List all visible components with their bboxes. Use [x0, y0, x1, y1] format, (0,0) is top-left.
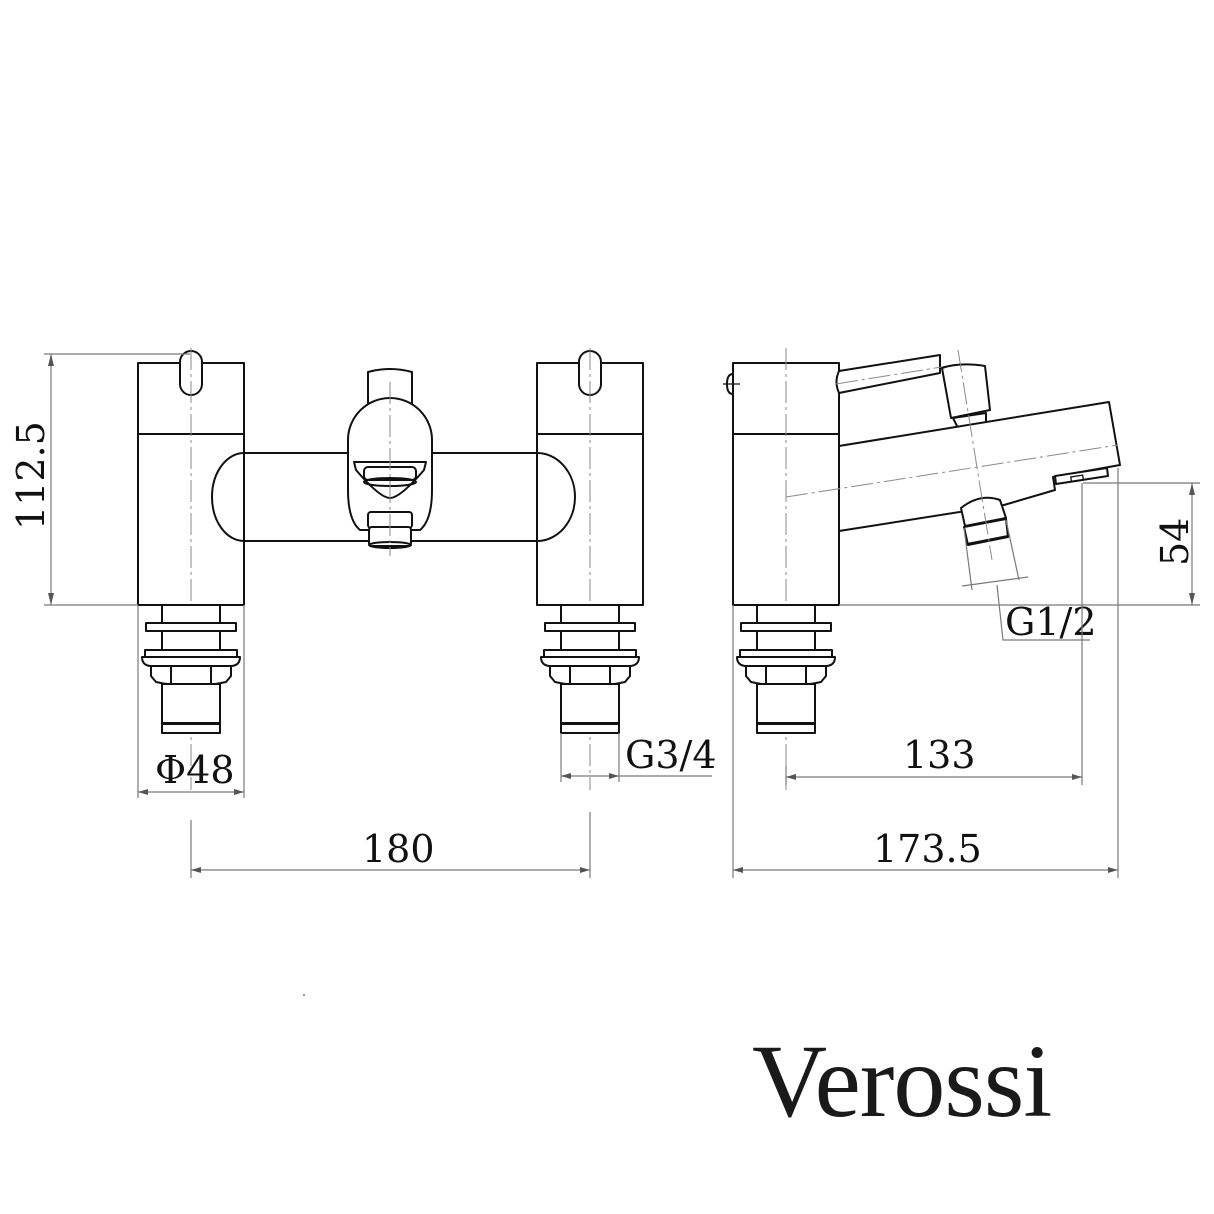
dimension-spout-reach: 133: [785, 483, 1083, 785]
side-view: [723, 348, 1121, 790]
dimension-centers-width: 180: [190, 812, 591, 878]
left-fixing-shank: [141, 604, 241, 734]
height-label: 112.5: [9, 421, 53, 530]
dimension-height: 112.5: [9, 353, 190, 606]
side-lever-arm: [835, 354, 941, 394]
spout-reach-label: 133: [903, 733, 976, 777]
right-lever-knob: [578, 350, 602, 396]
dimension-spout-height: 54: [839, 482, 1200, 606]
side-fixing-shank: [736, 604, 836, 734]
front-view: [137, 348, 644, 790]
spout-height-label: 54: [1153, 518, 1197, 566]
side-outlet: [960, 496, 1007, 527]
dimension-base-diameter: Φ48: [137, 605, 245, 798]
centers-width-label: 180: [362, 827, 435, 871]
brand-logo: Verossi: [752, 1024, 1052, 1139]
overall-depth-label: 173.5: [873, 827, 982, 871]
spout: [838, 401, 1121, 532]
inlet-thread-label: G3/4: [625, 733, 717, 777]
outlet-thread-label: G1/2: [1005, 600, 1097, 644]
stray-dot: [303, 994, 305, 996]
dimension-inlet-thread: G3/4: [560, 733, 717, 782]
left-lever-knob: [179, 350, 203, 396]
base-diameter-label: Φ48: [155, 748, 235, 792]
side-diverter-knob: [941, 363, 991, 419]
dimension-overall-depth: 173.5: [732, 468, 1119, 878]
right-fixing-shank: [540, 604, 640, 734]
dimension-outlet-thread: G1/2: [1005, 600, 1097, 644]
